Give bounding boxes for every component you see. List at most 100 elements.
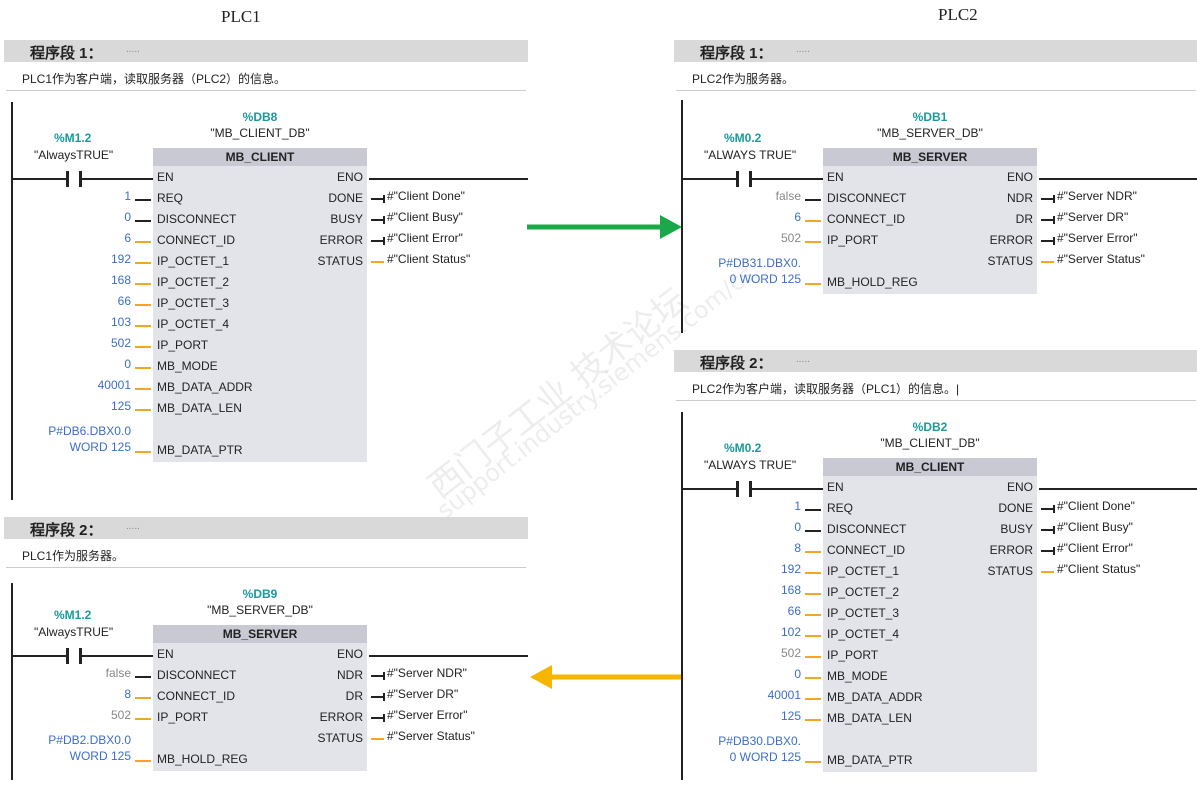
no-contact-icon[interactable] [66,648,69,664]
input-value[interactable]: 66 [787,604,801,618]
input-value[interactable]: 0 [124,210,131,224]
input-wire [805,656,821,658]
output-value[interactable]: #"Client Error" [387,231,463,245]
output-value[interactable]: #"Server Status" [1057,252,1145,266]
network-comment[interactable]: PLC2作为客户端，读取服务器（PLC1）的信息。| [676,376,1196,401]
output-pin-label: DR [345,689,363,703]
input-value[interactable]: 103 [110,315,131,329]
output-value[interactable]: #"Server Status" [387,729,475,743]
input-value[interactable]: 0 [794,667,801,681]
output-value[interactable]: #"Client Status" [1057,562,1141,576]
input-value[interactable]: 102 [780,625,801,639]
function-block-mb-server[interactable]: MB_SERVER [823,148,1037,294]
output-value[interactable]: #"Client Busy" [387,210,463,224]
no-contact-icon[interactable] [749,481,752,497]
output-value[interactable]: #"Client Done" [387,189,465,203]
input-value[interactable]: 6 [794,210,801,224]
network-title-placeholder: ..... [126,521,140,532]
input-value[interactable]: 1 [124,189,131,203]
output-value[interactable]: #"Server Error" [1057,231,1138,245]
input-wire [135,262,151,264]
output-pin-label: DONE [998,501,1033,515]
pin-eno: ENO [1006,480,1033,494]
output-value[interactable]: #"Client Status" [387,252,471,266]
input-value[interactable]: P#DB2.DBX0.0 [48,733,131,747]
network-title-placeholder: ..... [796,354,810,365]
network-header[interactable]: 程序段 1：..... [674,40,1197,62]
network-comment-text: PLC2作为服务器。 [692,72,795,86]
input-pin-label: IP_OCTET_1 [827,564,900,578]
input-value[interactable]: 8 [124,687,131,701]
input-pin-label: IP_OCTET_2 [157,275,230,289]
input-value[interactable]: 125 [780,709,801,723]
network-header[interactable]: 程序段 1：..... [4,40,528,62]
function-block-mb-server[interactable]: MB_SERVER [153,625,367,771]
network-comment[interactable]: PLC1作为服务器。 [6,543,526,568]
instance-db-name: "MB_CLIENT_DB" [210,126,310,140]
output-value[interactable]: #"Server Error" [387,708,468,722]
network-comment[interactable]: PLC2作为服务器。 [676,66,1196,91]
network-comment-text: PLC1作为客户端，读取服务器（PLC2）的信息。 [22,72,287,86]
function-block-mb-client[interactable]: MB_CLIENT [823,458,1037,772]
output-pin-label: DR [1015,212,1033,226]
input-value[interactable]: 8 [794,541,801,555]
network-header[interactable]: 程序段 2：..... [674,350,1197,372]
output-value[interactable]: #"Server NDR" [1057,189,1137,203]
input-value[interactable]: 502 [110,336,131,350]
input-value-line2[interactable]: 0 WORD 125 [729,272,801,286]
input-value[interactable]: P#DB6.DBX0.0 [48,424,131,438]
input-wire [805,530,821,532]
output-value[interactable]: #"Server DR" [387,687,459,701]
input-value[interactable]: 502 [780,231,801,245]
input-value[interactable]: 192 [780,562,801,576]
no-contact-icon[interactable] [79,648,82,664]
input-value-line2[interactable]: 0 WORD 125 [729,750,801,764]
input-value[interactable]: 168 [110,273,131,287]
no-contact-icon[interactable] [66,171,69,187]
output-terminal-icon [1053,195,1055,203]
output-wire [1041,219,1054,221]
network-header[interactable]: 程序段 2：..... [4,517,528,539]
output-value[interactable]: #"Client Done" [1057,499,1135,513]
output-value[interactable]: #"Client Busy" [1057,520,1133,534]
network-title-placeholder: ..... [796,44,810,55]
plc1-title: PLC1 [221,7,261,26]
no-contact-icon[interactable] [79,171,82,187]
block-type-title: MB_SERVER [823,148,1037,166]
input-value[interactable]: P#DB31.DBX0. [718,256,801,270]
input-wire [135,388,151,390]
no-contact-icon[interactable] [749,171,752,187]
block-type-title: MB_CLIENT [153,148,367,166]
input-value[interactable]: 502 [780,646,801,660]
input-wire [805,572,821,574]
input-wire [135,199,151,201]
input-value[interactable]: 125 [110,399,131,413]
output-wire [371,198,384,200]
input-value[interactable]: 502 [110,708,131,722]
input-value[interactable]: 66 [117,294,131,308]
input-value[interactable]: 0 [124,357,131,371]
output-value[interactable]: #"Client Error" [1057,541,1133,555]
no-contact-icon[interactable] [736,481,739,497]
input-value[interactable]: 168 [780,583,801,597]
input-value[interactable]: false [105,666,131,680]
output-wire [371,738,384,740]
input-pin-label: IP_OCTET_1 [157,254,230,268]
input-value[interactable]: P#DB30.DBX0. [718,734,801,748]
input-value[interactable]: false [775,189,801,203]
function-block-mb-client[interactable]: MB_CLIENT [153,148,367,462]
output-value[interactable]: #"Server DR" [1057,210,1129,224]
input-value[interactable]: 0 [794,520,801,534]
network-comment[interactable]: PLC1作为客户端，读取服务器（PLC2）的信息。 [6,66,526,91]
input-value[interactable]: 192 [110,252,131,266]
instance-db-number: %DB8 [242,110,278,124]
no-contact-icon[interactable] [736,171,739,187]
input-pin-label: DISCONNECT [157,212,237,226]
output-value[interactable]: #"Server NDR" [387,666,467,680]
input-value[interactable]: 40001 [767,688,801,702]
input-value[interactable]: 40001 [97,378,131,392]
input-value-line2[interactable]: WORD 125 [69,749,131,763]
input-value[interactable]: 1 [794,499,801,513]
input-value[interactable]: 6 [124,231,131,245]
input-value-line2[interactable]: WORD 125 [69,440,131,454]
